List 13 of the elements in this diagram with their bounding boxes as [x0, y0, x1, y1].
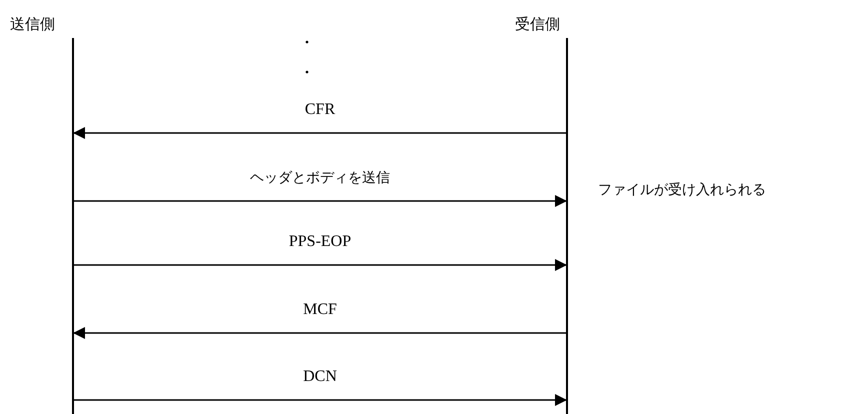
- participant-label: 送信側: [10, 15, 55, 34]
- message-label: MCF: [303, 301, 337, 319]
- message-arrow: [73, 195, 567, 207]
- message-label: PPS-EOP: [288, 233, 352, 251]
- message-label: CFR: [304, 101, 336, 119]
- message-arrow: [73, 327, 567, 339]
- note-text: ファイルが受け入れられる: [598, 181, 766, 199]
- participant-label: 受信側: [515, 15, 560, 34]
- message-arrow: [73, 394, 567, 406]
- message-arrow: [73, 127, 567, 139]
- message-label: ヘッダとボディを送信: [250, 169, 390, 187]
- message-arrow: [73, 259, 567, 271]
- message-label: DCN: [303, 368, 337, 386]
